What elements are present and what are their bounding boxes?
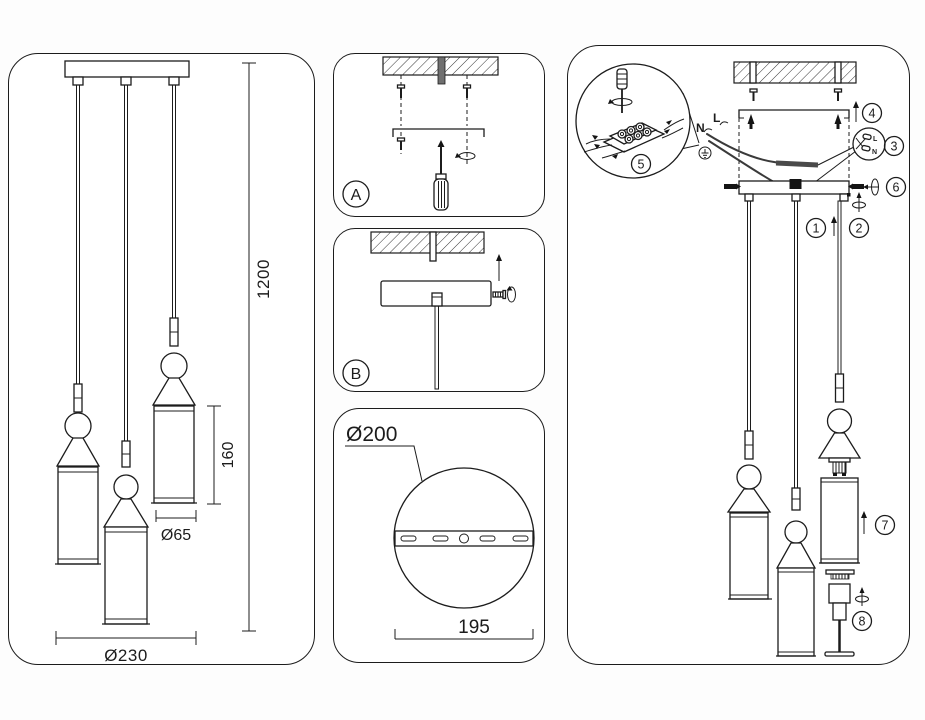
overall-height-label: 1200	[254, 259, 273, 299]
callout-3-label: 3	[891, 140, 898, 154]
wire-connector-detail-bubble: L N	[852, 127, 886, 161]
dimension-overall-height: 1200	[242, 62, 273, 632]
rotate-screw-icon	[455, 152, 476, 160]
fixture-diameter-label: Ø230	[104, 646, 148, 665]
step-b-label: B	[351, 366, 362, 383]
shade-diameter-label: Ø65	[161, 527, 191, 544]
callout-2: 2	[848, 192, 870, 239]
retaining-ring	[825, 569, 855, 580]
mounting-bracket	[392, 128, 485, 137]
ceiling-canopy-bar	[64, 60, 190, 86]
pendant-right	[151, 84, 197, 504]
callout-7: 7	[861, 511, 896, 536]
plate-diameter-label: Ø200	[346, 423, 397, 446]
wires-and-arrows	[583, 118, 685, 159]
callout-2-label: 2	[856, 222, 863, 236]
mounting-step-a-panel: A	[333, 53, 545, 217]
canopy-plate	[380, 280, 492, 390]
terminal-block-icon	[602, 122, 666, 153]
callout-4: 4	[853, 101, 883, 124]
screwdriver-icon	[433, 140, 449, 211]
connector-live-label: L	[873, 136, 878, 143]
up-arrow	[496, 254, 502, 281]
callout-6: 6	[863, 176, 907, 198]
callout-1: 1	[805, 216, 837, 239]
screw-icon	[396, 84, 472, 150]
step-a-badge: A	[342, 180, 370, 208]
mounting-step-b-panel: B	[333, 228, 545, 392]
callout-8: 8	[851, 587, 873, 632]
ceiling-hatch	[370, 231, 485, 254]
lamp-socket	[824, 583, 855, 657]
pendant-left	[55, 84, 101, 565]
callout-1-label: 1	[813, 222, 820, 236]
drill-guide-lines	[400, 75, 468, 164]
leader-line	[345, 445, 423, 482]
screwdriver-icon	[608, 68, 633, 113]
mains-cable	[437, 56, 446, 85]
callout-6-label: 6	[893, 181, 900, 195]
terminal-block-detail-bubble: 5	[575, 63, 700, 179]
callout-7-label: 7	[882, 519, 889, 533]
callout-3: 3	[883, 135, 905, 157]
side-screw-icon	[492, 286, 516, 303]
threaded-nipple	[828, 457, 851, 476]
assembly-panel: 4 N L L N 3	[567, 45, 910, 665]
callout-4-label: 4	[869, 107, 876, 121]
threaded-rod	[429, 231, 437, 262]
mounting-bracket	[738, 109, 850, 129]
pendant-middle	[102, 84, 150, 625]
mounting-strip	[394, 530, 534, 547]
supply-wires: N L	[696, 111, 857, 194]
dimension-fixture-diameter: Ø230	[55, 631, 197, 665]
screw-icon	[749, 88, 843, 101]
callout-8-label: 8	[859, 615, 866, 629]
ceiling-plate-panel: Ø200 195	[333, 408, 545, 663]
live-wire-label: L	[713, 111, 720, 125]
pendant-right-exploded	[817, 200, 862, 657]
dimension-shade-diameter: Ø65	[155, 510, 197, 544]
step-b-badge: B	[342, 359, 370, 387]
pendant-left	[726, 200, 772, 600]
plate-outline	[393, 467, 535, 609]
dimension-shade-height: 160	[207, 405, 237, 505]
shade-height-label: 160	[220, 442, 237, 469]
canopy-bar	[724, 179, 864, 202]
slot-span-label: 195	[458, 617, 490, 638]
step-a-label: A	[351, 187, 362, 204]
callout-5-label: 5	[638, 158, 645, 172]
dimension-slot-span: 195	[394, 617, 534, 640]
neutral-wire-label: N	[696, 121, 705, 135]
ground-symbol-icon	[698, 146, 712, 160]
pendant-middle	[775, 200, 817, 657]
dimensions-panel: 1200 160 Ø65 Ø230	[8, 53, 315, 665]
ceiling-hatch	[733, 61, 857, 84]
callout-5: 5	[630, 153, 652, 175]
connector-neutral-label: N	[872, 149, 877, 156]
